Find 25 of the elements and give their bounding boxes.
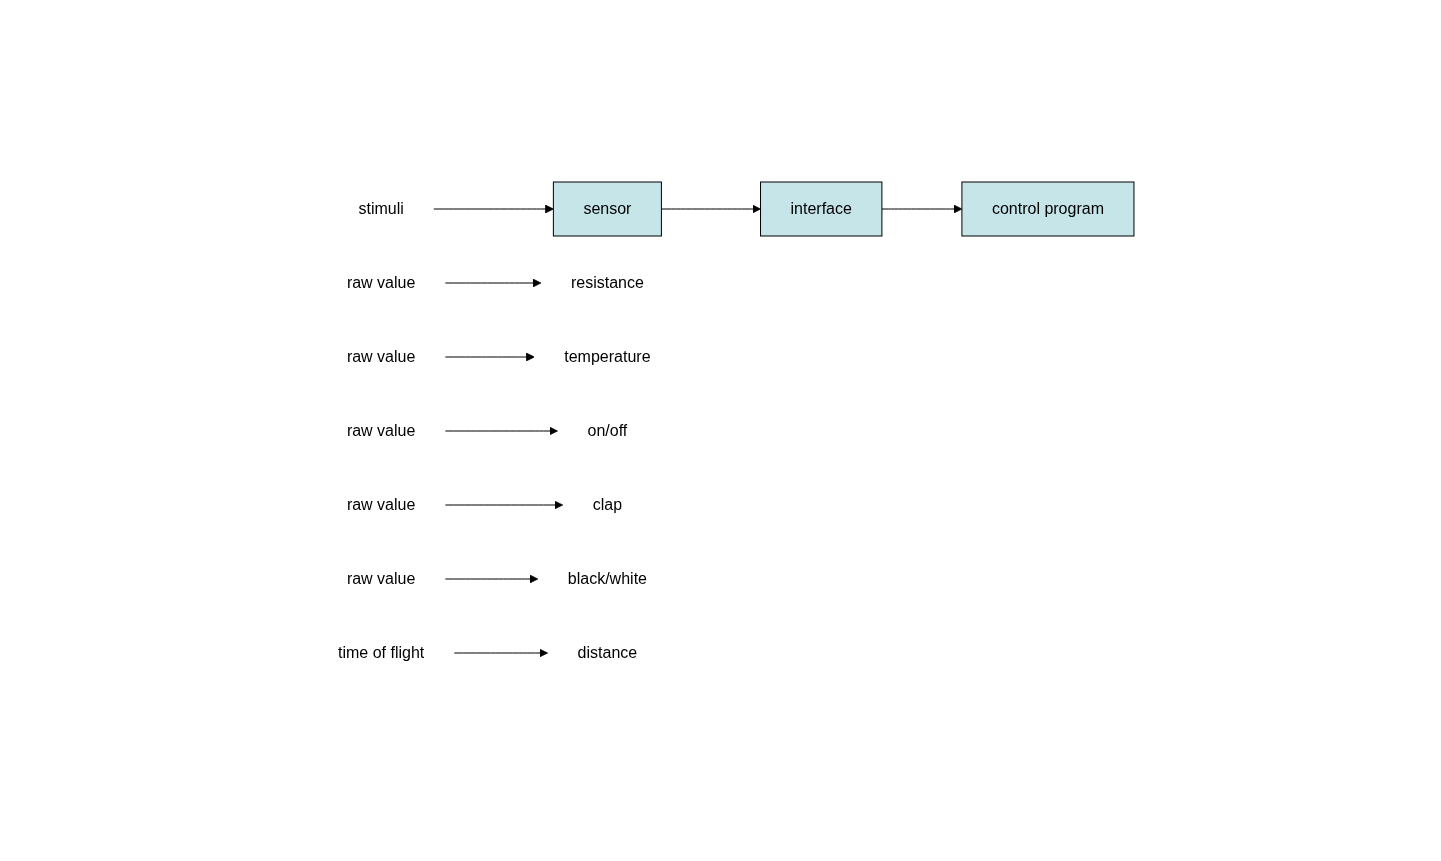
- node-text: resistance: [570, 273, 644, 291]
- node-text: raw value: [346, 273, 415, 291]
- node-text: temperature: [563, 347, 651, 365]
- node-text: raw value: [346, 495, 415, 513]
- arrow: [432, 204, 554, 213]
- arrow: [444, 500, 563, 509]
- arrow: [444, 352, 535, 361]
- node-text: stimuli: [357, 199, 404, 217]
- node-box: interface: [759, 181, 882, 236]
- node-text: raw value: [346, 347, 415, 365]
- node-text: raw value: [346, 569, 415, 587]
- arrow: [453, 648, 548, 657]
- arrow: [444, 574, 538, 583]
- node-text: time of flight: [337, 643, 424, 661]
- arrow: [444, 278, 541, 287]
- node-box: control program: [960, 181, 1134, 236]
- arrow: [660, 204, 761, 213]
- node-text: distance: [577, 643, 637, 661]
- node-text: raw value: [346, 421, 415, 439]
- node-text: clap: [592, 495, 622, 513]
- arrow: [444, 426, 558, 435]
- node-text: on/off: [587, 421, 627, 439]
- node-text: black/white: [567, 569, 647, 587]
- arrow: [880, 204, 962, 213]
- node-box: sensor: [552, 181, 662, 236]
